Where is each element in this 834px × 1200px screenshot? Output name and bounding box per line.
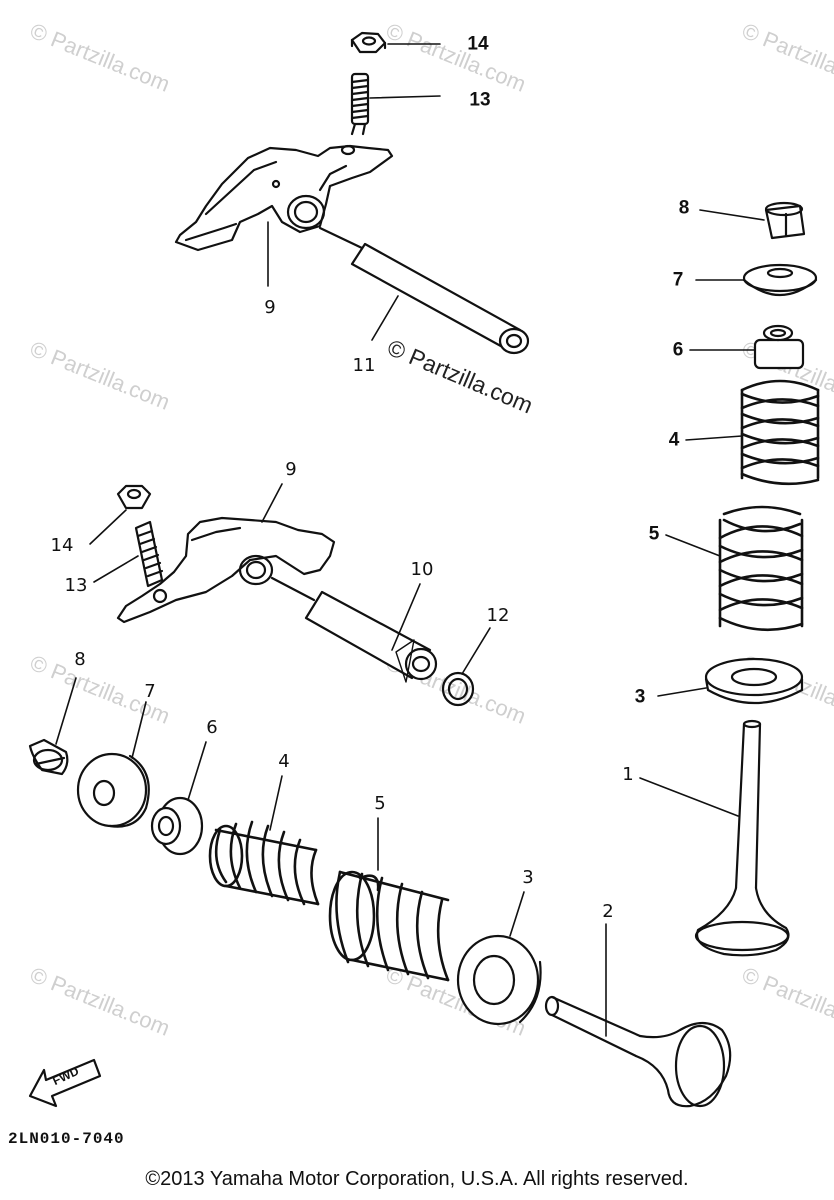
- diagram-code: 2LN010-7040: [8, 1130, 125, 1148]
- rocker-arm-part-9-lower: [116, 516, 336, 624]
- nut-part-14-lower: [116, 484, 152, 510]
- spring-part-4-right: [740, 379, 820, 486]
- adjusting-screw-part-13-lower: [134, 520, 164, 588]
- callout-7-right: 7: [672, 269, 684, 291]
- callout-6-left: 6: [206, 717, 218, 738]
- cotter-part-8-right: [764, 201, 806, 240]
- callout-9-top: 9: [264, 297, 276, 318]
- copyright-notice: ©2013 Yamaha Motor Corporation, U.S.A. A…: [145, 1168, 689, 1190]
- retainer-part-7-right: [742, 263, 818, 297]
- spring-part-4-left: [208, 820, 320, 906]
- rocker-arm-part-9-top: [174, 144, 394, 252]
- spring-part-5-right: [718, 505, 804, 632]
- callout-13-top: 13: [469, 89, 491, 111]
- rocker-shaft-part-11: [318, 226, 530, 355]
- spring-part-5-left: [328, 870, 450, 982]
- cotter-part-8-left: [28, 738, 69, 776]
- callout-7-left: 7: [144, 681, 156, 702]
- callout-8-left: 8: [74, 649, 86, 670]
- valve-part-2: [544, 995, 732, 1108]
- callout-13-lower: 13: [64, 575, 88, 596]
- forward-arrow-icon: [28, 1058, 102, 1108]
- seal-part-6-right: [753, 324, 805, 370]
- leader-lines: [55, 43, 765, 1037]
- rocker-shaft-part-10: [270, 576, 438, 683]
- spring-seat-part-3-left: [456, 934, 542, 1026]
- callout-10: 10: [410, 559, 434, 580]
- callout-8-right: 8: [678, 197, 690, 219]
- o-ring-part-12: [441, 671, 475, 707]
- callout-14-lower: 14: [50, 535, 74, 556]
- seal-part-6-left: [150, 796, 204, 856]
- callout-9-lower: 9: [285, 459, 297, 480]
- callout-1: 1: [622, 764, 634, 785]
- callout-6-right: 6: [672, 339, 684, 361]
- callout-4-right: 4: [668, 429, 680, 451]
- retainer-part-7-left: [76, 752, 150, 828]
- callout-2: 2: [602, 901, 614, 922]
- callout-5-right: 5: [648, 523, 660, 545]
- spring-seat-part-3-right: [704, 657, 804, 704]
- callout-3-left: 3: [522, 867, 534, 888]
- valve-part-1: [694, 719, 790, 957]
- callout-4-left: 4: [278, 751, 290, 772]
- callout-5-left: 5: [374, 793, 386, 814]
- nut-part-14-top: [350, 31, 387, 54]
- callout-14-top: 14: [467, 33, 489, 55]
- adjusting-screw-part-13-top: [350, 72, 370, 136]
- callout-3-right: 3: [634, 686, 646, 708]
- callout-11: 11: [352, 355, 376, 376]
- callout-12: 12: [486, 605, 510, 626]
